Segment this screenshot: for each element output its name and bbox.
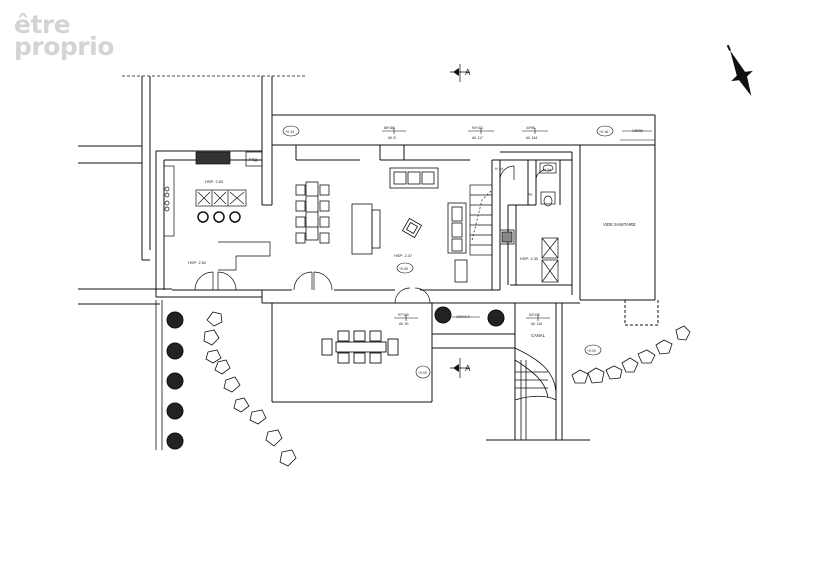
staircase (469, 184, 493, 256)
level-tag-living: +0.00 (396, 262, 414, 274)
svg-text:94*103: 94*103 (472, 126, 483, 130)
lower-terrace (271, 300, 659, 441)
outdoor-dining-table (321, 330, 399, 364)
svg-text:+0.03: +0.03 (418, 371, 427, 375)
svg-text:All. 116: All. 116 (531, 322, 542, 326)
svg-text:100*10.0: 100*10.0 (456, 315, 470, 319)
svg-text:All. 90: All. 90 (399, 322, 409, 326)
watermark-logo: être proprio (14, 10, 114, 61)
bath-height-label-2: H. 64 (495, 167, 503, 171)
window-tag-6: 100*10.0 (452, 315, 480, 319)
north-arrow-icon (726, 44, 753, 96)
section-label-top: A (465, 68, 471, 77)
watermark-line-1: être (14, 10, 71, 39)
dining-table (295, 181, 330, 244)
bathroom-fixtures (539, 162, 559, 283)
window-tag-7: 54*139 All. 116 (526, 313, 550, 326)
window-tag-2: 94*103 All. 117 (468, 126, 494, 140)
bath-hsp-label: HSP: 2.30 (520, 256, 539, 261)
svg-text:86*186: 86*186 (384, 126, 395, 130)
doors (194, 165, 547, 304)
window-tag-1: 86*186 All. 8 (382, 126, 406, 140)
window-tag-4: 135*56 (622, 129, 652, 133)
crawl-space-label: VIDE SANITAIRE (603, 222, 636, 227)
svg-text:+0.16: +0.16 (599, 130, 608, 134)
bath-height-label-1: H. 54 (543, 168, 551, 172)
svg-text:+0.00: +0.00 (399, 267, 408, 271)
svg-text:All. 8: All. 8 (388, 136, 396, 140)
section-marker-top: A (450, 64, 471, 82)
svg-text:54*139: 54*139 (529, 313, 540, 317)
level-tag-terrace-right: +0.16 (596, 125, 614, 137)
level-tag-terrace-lower: +0.03 (415, 365, 431, 379)
level-tag-outside-right: +0.03 (584, 344, 602, 356)
bath-label-pe: PE (528, 193, 533, 197)
canal-label: CANAL (531, 333, 546, 338)
svg-text:All. 164: All. 164 (526, 136, 537, 140)
section-marker-bottom: A (450, 358, 471, 378)
level-tag-terrace-left: +0.14 (282, 125, 300, 137)
section-label-bottom: A (465, 364, 471, 373)
svg-text:+0.03: +0.03 (587, 349, 596, 353)
canal-ramp (514, 347, 557, 440)
svg-text:44*56: 44*56 (526, 126, 535, 130)
svg-text:+0.14: +0.14 (285, 130, 294, 134)
kitchen-hsp-label: HSP: 2.60 (205, 179, 224, 184)
walls (78, 76, 656, 305)
garden-fence (155, 300, 163, 450)
svg-text:97*160: 97*160 (398, 313, 409, 317)
svg-text:All. 117: All. 117 (472, 136, 483, 140)
shrubs (166, 306, 505, 450)
watermark-line-2: proprio (14, 32, 114, 61)
dining-hsp-label: HSP: 2.52 (188, 260, 207, 265)
stepping-stones (203, 311, 691, 467)
window-tag-5: 97*160 All. 90 (394, 313, 418, 326)
living-hsp-label: HSP: 2.47 (394, 253, 413, 258)
fridge-label: Frig. (249, 157, 258, 162)
kitchen-furniture (163, 151, 271, 271)
window-tag-3: 44*56 All. 164 (522, 126, 548, 140)
living-furniture (351, 167, 515, 283)
svg-text:135*56: 135*56 (632, 129, 643, 133)
